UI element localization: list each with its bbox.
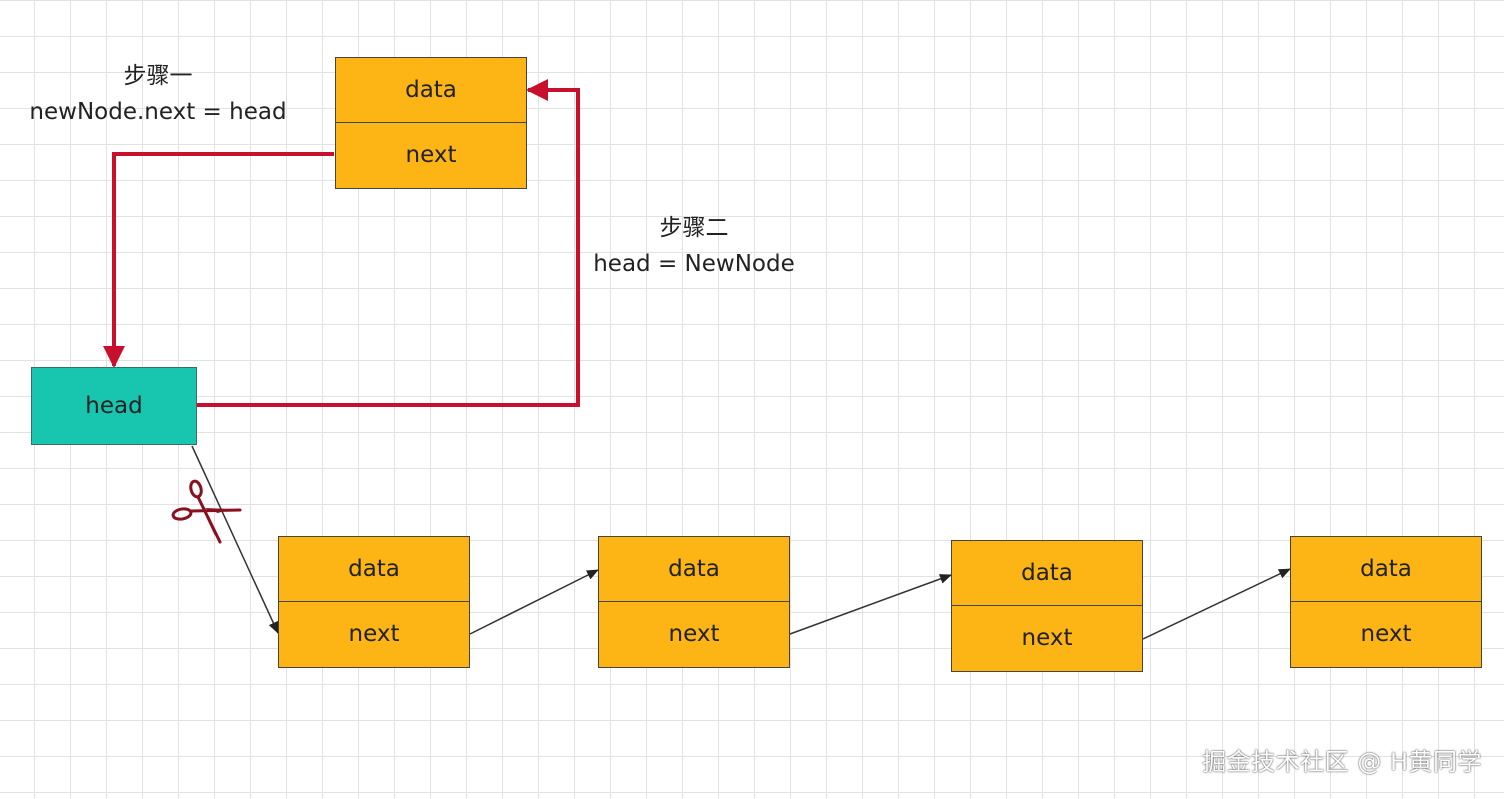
new-node-next-field: next [405, 142, 457, 168]
list-node-3: data next [951, 540, 1143, 672]
list-node-4-next-field: next [1360, 621, 1412, 647]
step1-annotation: 步骤一 newNode.next = head [20, 58, 296, 130]
step1-title: 步骤一 [123, 63, 193, 89]
scissors-icon [171, 479, 242, 544]
head-pointer: head [31, 367, 197, 445]
step1-arrow [103, 152, 334, 368]
node3-to-node4-link [1142, 568, 1291, 640]
new-node-data-field: data [336, 58, 526, 123]
node2-to-node3-link [789, 574, 952, 635]
list-node-3-next-field: next [1021, 625, 1073, 651]
step2-code: head = NewNode [593, 251, 795, 277]
list-node-2-next-field: next [668, 621, 720, 647]
step1-code: newNode.next = head [29, 99, 287, 125]
list-node-3-data-field: data [952, 541, 1142, 606]
list-node-1: data next [278, 536, 470, 668]
list-node-1-next-field: next [348, 621, 400, 647]
watermark: 掘金技术社区 @ H黄同学 [1202, 748, 1482, 776]
new-node: data next [335, 57, 527, 189]
step2-annotation: 步骤二 head = NewNode [578, 210, 810, 282]
list-node-2: data next [598, 536, 790, 668]
node1-to-node2-link [469, 569, 599, 635]
list-node-2-data-field: data [599, 537, 789, 602]
list-node-1-data-field: data [279, 537, 469, 602]
head-to-node1-link [191, 445, 279, 634]
step2-arrow [197, 79, 580, 407]
list-node-4: data next [1290, 536, 1482, 668]
list-node-4-data-field: data [1291, 537, 1481, 602]
step2-title: 步骤二 [659, 215, 729, 241]
